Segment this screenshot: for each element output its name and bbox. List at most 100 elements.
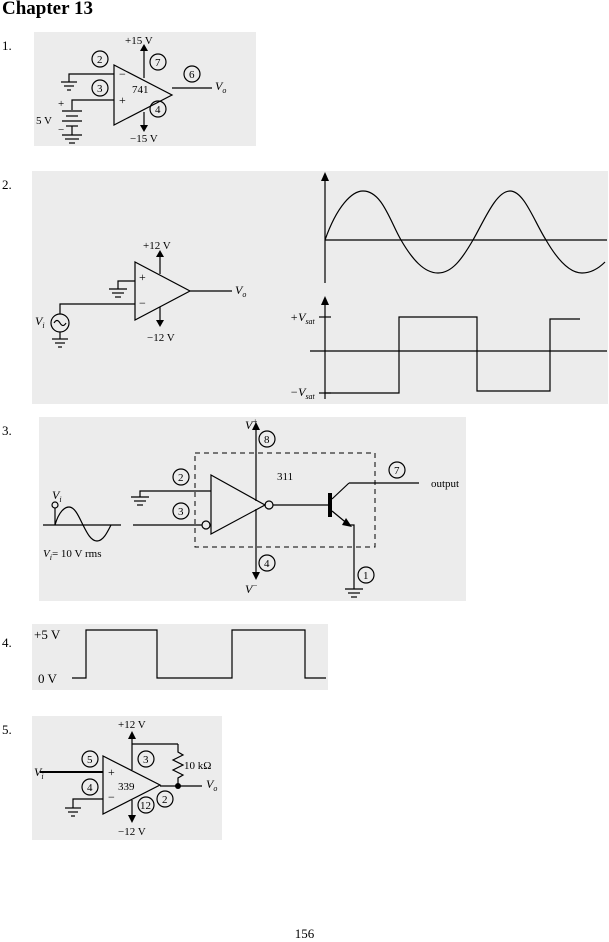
pin-8-circle: [258, 430, 276, 448]
pin-3-label: 3: [143, 754, 149, 766]
neg-supply-label: −12 V: [118, 826, 146, 838]
input-label: Vi: [35, 314, 45, 330]
pin-3-circle: [91, 79, 109, 97]
inverting-input-wire: [68, 73, 114, 82]
pin-2-label: 2: [162, 794, 168, 806]
up-arrow-icon: [128, 731, 136, 739]
output-label: Vo: [215, 79, 226, 95]
pin-5-label: 5: [87, 754, 93, 766]
low-level-label: 0 V: [38, 671, 58, 686]
pin-2-circle: [172, 468, 190, 486]
battery-minus: −: [58, 124, 64, 136]
pin-3-circle: [172, 502, 190, 520]
input-terminal-circle: [201, 520, 211, 530]
pin-6-label: 6: [189, 69, 195, 81]
problem-5-figure: 339 + − +12 V −12 V 3 12 5 Vi 4 10 kΩ Vo…: [32, 716, 222, 840]
source-sine-icon: [54, 506, 112, 542]
pos-supply-label: +15 V: [125, 35, 153, 47]
problem-1-number: 1.: [2, 38, 12, 53]
pin-2-circle: [91, 50, 109, 68]
noninverting-sign: +: [119, 93, 126, 107]
comparator-339-symbol: [102, 755, 162, 815]
pin-7-circle: [149, 53, 167, 71]
output-label: output: [431, 478, 459, 490]
op-amp-symbol: [134, 261, 192, 321]
v-minus-label: V−: [245, 581, 258, 596]
pos-supply-label: +12 V: [143, 240, 171, 252]
pin-8-label: 8: [264, 434, 270, 446]
pin-3-label: 3: [178, 506, 184, 518]
up-arrow-icon: [321, 296, 329, 305]
input-value-label: Vi= 10 V rms: [43, 548, 101, 562]
ic-311-boundary: [194, 452, 376, 548]
comparator-symbol: [210, 473, 267, 536]
noninverting-sign: +: [108, 765, 115, 779]
chapter-heading: Chapter 13: [2, 0, 93, 19]
inverting-sign: −: [139, 296, 146, 310]
vsat-neg-label: −Vsat: [290, 385, 316, 401]
input-label: Vi: [52, 488, 62, 504]
problem-3-figure: 311 V+ 8 V− 4 2 3 Vi Vi= 10 V rms: [39, 417, 466, 601]
down-arrow-icon: [128, 815, 136, 823]
source-terminal: [51, 501, 59, 509]
battery-plus: +: [58, 98, 64, 110]
input-2-wire: [139, 490, 211, 497]
problem-3-number: 3.: [2, 423, 12, 438]
output-square-wave: [325, 316, 580, 394]
transistor-collector: [331, 482, 350, 500]
problem-4-number: 4.: [2, 635, 12, 650]
pin-2-label: 2: [178, 472, 184, 484]
problem-2-number: 2.: [2, 177, 12, 192]
pin-4-label: 4: [155, 104, 161, 116]
neg-supply-label: −12 V: [147, 332, 175, 344]
pin-5-circle: [81, 750, 99, 768]
noninverting-input-wire: [117, 280, 135, 289]
page-number: 156: [294, 926, 315, 941]
pos-supply-label: +12 V: [118, 719, 146, 731]
op-amp-741-symbol: [113, 64, 174, 126]
pin-4-label: 4: [264, 558, 270, 570]
down-arrow-icon: [140, 125, 148, 132]
input-sine-wave: [324, 190, 606, 274]
noninverting-sign: +: [139, 270, 146, 284]
input-label: Vi: [34, 765, 44, 781]
output-node: [175, 783, 181, 789]
problem-1-figure: 741 − + +15 V −15 V 2 3 7 6 4: [34, 32, 256, 146]
v-plus-label: V+: [245, 417, 258, 432]
pin-7-circle: [388, 461, 406, 479]
pin-12-circle: [137, 796, 155, 814]
output-label: Vo: [206, 777, 217, 793]
problem-4-figure: +5 V 0 V: [32, 624, 328, 690]
pin-2-circle: [156, 790, 174, 808]
up-arrow-icon: [321, 172, 329, 181]
square-wave: [72, 629, 326, 679]
problem-2-figure: + − +12 V −12 V Vi Vo +Vsat −V: [32, 171, 608, 404]
pin-1-circle: [357, 566, 375, 584]
inverting-sign: −: [108, 790, 115, 804]
output-label: Vo: [235, 283, 246, 299]
problem-2-circuit: + − +12 V −12 V Vi Vo +Vsat −V: [35, 172, 607, 401]
down-arrow-icon: [156, 320, 164, 327]
up-arrow-icon: [252, 422, 260, 430]
pin-4-circle: [258, 554, 276, 572]
pin-12-label: 12: [140, 800, 151, 812]
inverting-input-wire: [59, 303, 135, 314]
inverting-input-wire: [72, 798, 103, 808]
problem-5-number: 5.: [2, 722, 12, 737]
source-label: 5 V: [36, 115, 52, 127]
pin-1-label: 1: [363, 570, 369, 582]
pin-2-label: 2: [97, 54, 103, 66]
problem-1-circuit: 741 − + +15 V −15 V 2 3 7 6 4: [36, 35, 226, 145]
problem-4-waveform: +5 V 0 V: [34, 627, 326, 686]
emitter-arrow-icon: [342, 518, 352, 527]
problem-3-circuit: 311 V+ 8 V− 4 2 3 Vi Vi= 10 V rms: [43, 417, 459, 598]
resistor-label: 10 kΩ: [184, 760, 211, 772]
emitter-wire: [349, 524, 355, 589]
pin-6-circle: [183, 65, 201, 83]
resistor-icon: [171, 744, 185, 786]
neg-supply-label: −15 V: [130, 133, 158, 145]
pin-4-circle: [81, 778, 99, 796]
high-level-label: +5 V: [34, 627, 61, 642]
battery-icon: [62, 110, 82, 144]
noninverting-input-wire: [71, 99, 114, 110]
